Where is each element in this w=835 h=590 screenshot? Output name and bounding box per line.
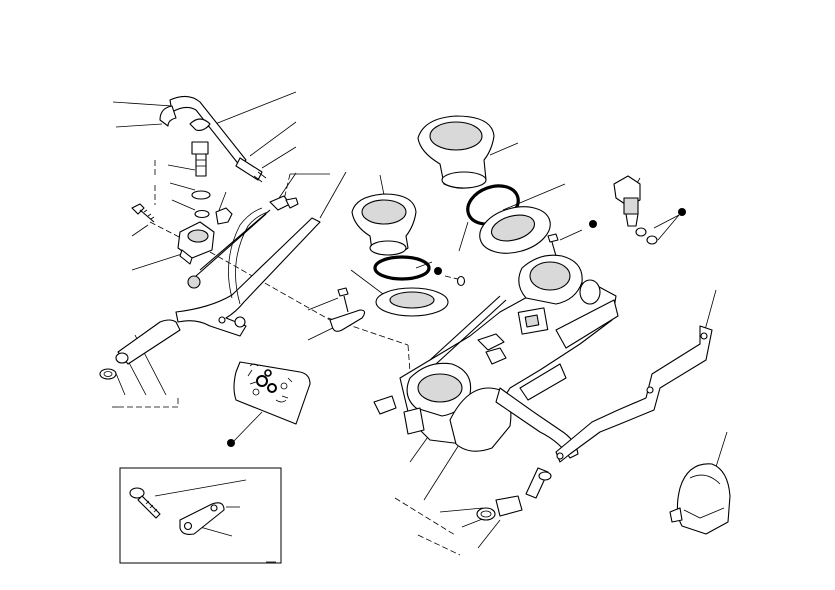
cable-bracket (175, 207, 321, 337)
legend-dot (434, 267, 442, 275)
intake-trumpet-right (417, 115, 495, 189)
legend-dot (589, 220, 597, 228)
screw-and-clip (329, 233, 559, 332)
intake-trumpet-left (351, 193, 417, 256)
leader-lines (112, 91, 728, 549)
legend-dot (678, 208, 686, 216)
protective-cover (669, 463, 731, 535)
fuel-injector (613, 175, 658, 245)
throttle-body-assembly (373, 254, 619, 499)
coolant-hose (476, 495, 523, 521)
long-support-bracket (555, 325, 713, 463)
seal-flange-right (479, 206, 551, 254)
inset-detail-box (119, 467, 282, 564)
legend-dot (227, 439, 235, 447)
section-ticks (112, 406, 276, 563)
idle-valve-assembly (131, 195, 299, 289)
breather-hose (99, 319, 181, 380)
seal-flange-left (375, 287, 449, 317)
gasket-kit (233, 361, 311, 425)
o-ring-large-left (373, 255, 431, 281)
fuel-hose-assembly (159, 95, 267, 225)
small-o-ring (456, 275, 466, 287)
